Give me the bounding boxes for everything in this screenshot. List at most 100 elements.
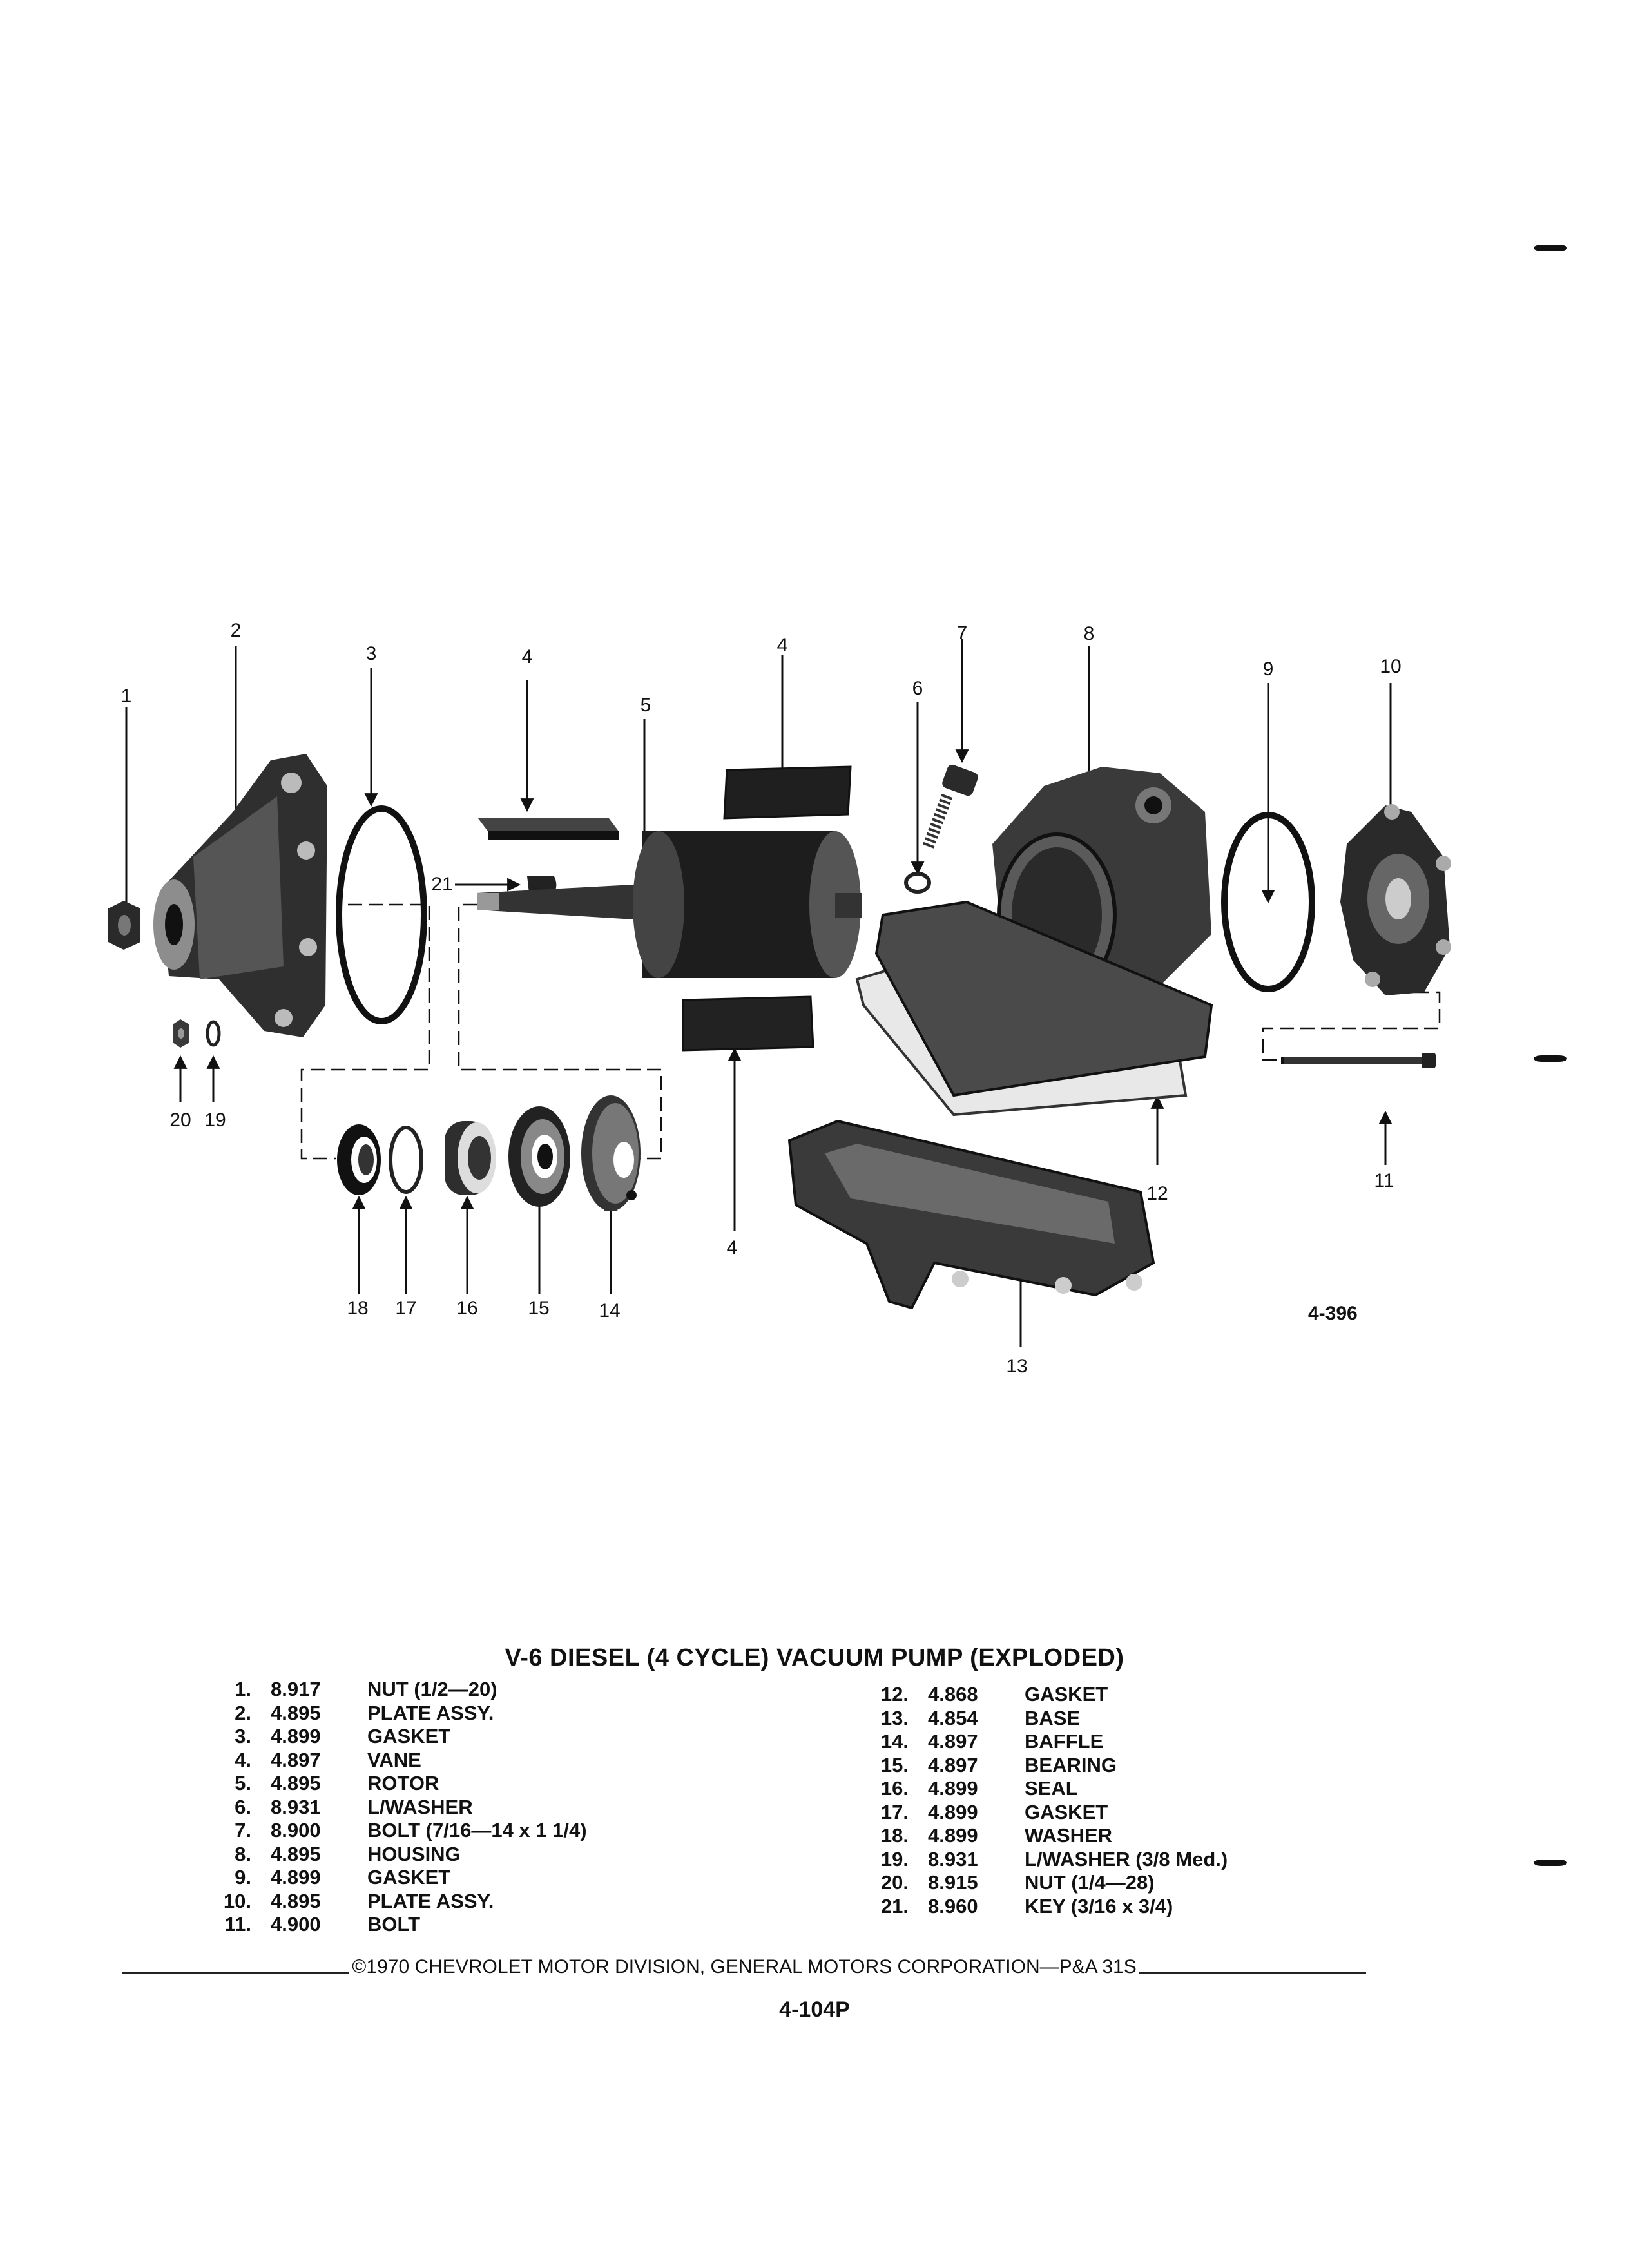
part-number: 1. <box>235 1678 251 1700</box>
bolt-part-11 <box>1281 1053 1436 1068</box>
part-description: BOLT (7/16—14 x 1 1/4) <box>367 1819 587 1841</box>
part-number: 19. <box>880 1847 909 1870</box>
part-number: 11. <box>224 1913 251 1936</box>
list-item: 7. 8.900 BOLT (7/16—14 x 1 1/4) <box>200 1819 702 1843</box>
part-code: 8.931 <box>271 1795 321 1818</box>
part-code: 4.897 <box>271 1748 321 1771</box>
part-number: 8. <box>235 1842 251 1865</box>
part-number: 4. <box>235 1748 251 1771</box>
part-code: 4.899 <box>928 1800 978 1823</box>
callout-16: 16 <box>456 1298 478 1319</box>
part-description: PLATE ASSY. <box>367 1889 494 1912</box>
part-number: 3. <box>235 1725 251 1747</box>
part-code: 4.895 <box>271 1772 321 1794</box>
divider <box>122 1972 350 1974</box>
margin-mark-middle <box>1534 1055 1567 1062</box>
callout-11: 11 <box>1374 1170 1394 1191</box>
figure-id: 4-396 <box>1308 1303 1358 1324</box>
callout-18: 18 <box>347 1298 369 1319</box>
part-description: ROTOR <box>367 1772 439 1794</box>
bearing-part-15 <box>508 1106 570 1207</box>
part-code: 4.895 <box>271 1889 321 1912</box>
callout-4-upper-left: 4 <box>521 646 533 668</box>
part-description: PLATE ASSY. <box>367 1701 494 1724</box>
margin-mark-bottom <box>1534 1860 1567 1866</box>
part-number: 2. <box>235 1701 251 1724</box>
seal-part-16 <box>445 1121 496 1195</box>
part-code: 8.931 <box>928 1847 978 1870</box>
callout-5: 5 <box>640 695 651 716</box>
callout-2: 2 <box>230 620 242 641</box>
part-description: SEAL <box>1025 1777 1078 1800</box>
part-number: 16. <box>880 1777 909 1800</box>
callout-7: 7 <box>956 622 968 644</box>
part-number: 20. <box>880 1871 909 1894</box>
part-code: 4.899 <box>928 1777 978 1800</box>
part-description: BEARING <box>1025 1753 1117 1776</box>
part-code: 4.900 <box>271 1913 321 1936</box>
part-description: BOLT <box>367 1913 421 1936</box>
part-number: 17. <box>880 1800 909 1823</box>
gasket-part-3 <box>336 805 427 1024</box>
list-item: 5. 4.895 ROTOR <box>200 1772 702 1796</box>
part-description: BAFFLE <box>1025 1730 1104 1753</box>
callout-14: 14 <box>599 1300 621 1321</box>
callout-13: 13 <box>1006 1356 1028 1377</box>
part-number: 13. <box>880 1706 909 1729</box>
part-code: 8.915 <box>928 1871 978 1894</box>
copyright-text: ©1970 CHEVROLET MOTOR DIVISION, GENERAL … <box>352 1956 1137 1977</box>
base-part-13 <box>787 1119 1155 1310</box>
part-description: L/WASHER (3/8 Med.) <box>1025 1847 1228 1870</box>
callout-19: 19 <box>204 1110 226 1131</box>
nut-part-20 <box>173 1019 189 1048</box>
gasket-part-17 <box>389 1126 423 1194</box>
part-description: WASHER <box>1025 1824 1113 1847</box>
callout-3: 3 <box>365 643 377 664</box>
callout-6: 6 <box>912 678 923 699</box>
list-item: 11. 4.900 BOLT <box>200 1913 702 1937</box>
part-number: 14. <box>880 1730 909 1753</box>
callout-20: 20 <box>169 1110 191 1131</box>
callout-4-upper-right: 4 <box>776 635 788 656</box>
part-number: 5. <box>235 1772 251 1794</box>
lock-washer-part-19 <box>206 1020 221 1047</box>
part-code: 4.897 <box>928 1730 978 1753</box>
vane-part-4-lower <box>682 995 815 1052</box>
part-description: BASE <box>1025 1706 1081 1729</box>
part-number: 7. <box>235 1819 251 1841</box>
callout-4-lower: 4 <box>726 1237 738 1258</box>
vane-part-4-upper-right <box>723 765 852 820</box>
part-description: GASKET <box>367 1866 451 1888</box>
housing-base-plate <box>874 900 1213 1097</box>
part-code: 4.895 <box>271 1701 321 1724</box>
lock-washer-part-6 <box>904 872 931 894</box>
part-code: 8.900 <box>271 1819 321 1841</box>
part-description: GASKET <box>367 1725 451 1747</box>
callout-8: 8 <box>1083 623 1095 644</box>
list-item: 2. 4.895 PLATE ASSY. <box>200 1702 702 1725</box>
nut-part-1 <box>108 901 140 950</box>
part-code: 4.897 <box>928 1753 978 1776</box>
part-description: L/WASHER <box>367 1795 473 1818</box>
margin-mark-top <box>1534 245 1567 251</box>
callout-1: 1 <box>120 686 132 707</box>
part-code: 4.868 <box>928 1683 978 1706</box>
part-description: HOUSING <box>367 1842 461 1865</box>
part-number: 9. <box>235 1866 251 1888</box>
part-number: 21. <box>880 1894 909 1917</box>
part-code: 4.899 <box>928 1824 978 1847</box>
callout-21: 21 <box>431 874 453 895</box>
